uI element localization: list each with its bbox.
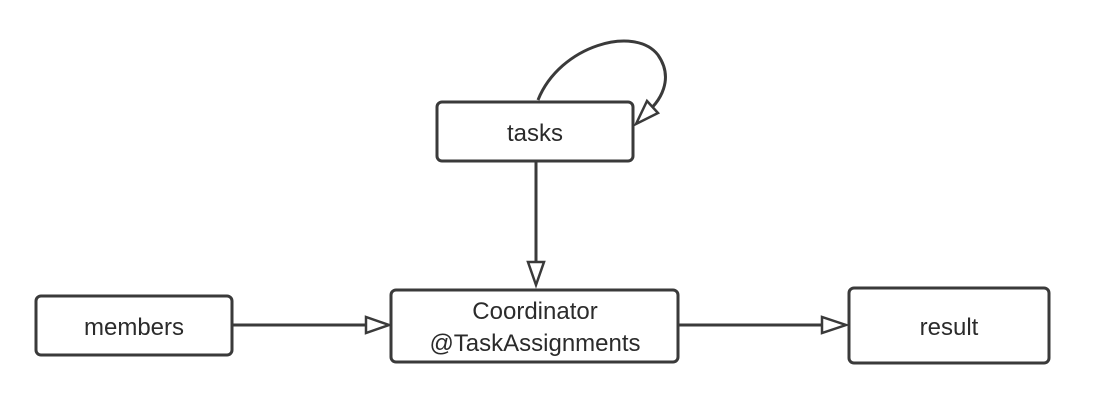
node-result-label: result <box>920 314 979 341</box>
node-members[interactable]: members <box>34 294 234 357</box>
edge-tasks-self-loop <box>536 39 667 127</box>
node-result-box[interactable] <box>847 286 1051 365</box>
node-tasks-label: tasks <box>507 120 563 147</box>
node-coordinator-label-line1: Coordinator <box>472 298 597 325</box>
node-tasks-box[interactable] <box>435 100 635 163</box>
edge-arrowhead <box>364 315 393 335</box>
node-tasks[interactable]: tasks <box>435 100 635 163</box>
self-loop-curve <box>536 39 667 118</box>
node-result[interactable]: result <box>847 286 1051 365</box>
node-members-label: members <box>84 314 184 341</box>
edge-arrowhead <box>820 315 850 335</box>
edge-arrowhead <box>526 260 546 289</box>
edge-members-to-coordinator <box>232 315 393 335</box>
node-coordinator-box[interactable] <box>389 288 680 364</box>
node-coordinator-label-line2: @TaskAssignments <box>429 330 640 357</box>
edge-coordinator-to-result <box>679 315 850 335</box>
node-members-box[interactable] <box>34 294 234 357</box>
node-coordinator[interactable]: Coordinator @TaskAssignments <box>389 288 680 364</box>
self-loop-arrowhead <box>633 98 661 127</box>
edge-tasks-to-coordinator <box>526 162 546 289</box>
